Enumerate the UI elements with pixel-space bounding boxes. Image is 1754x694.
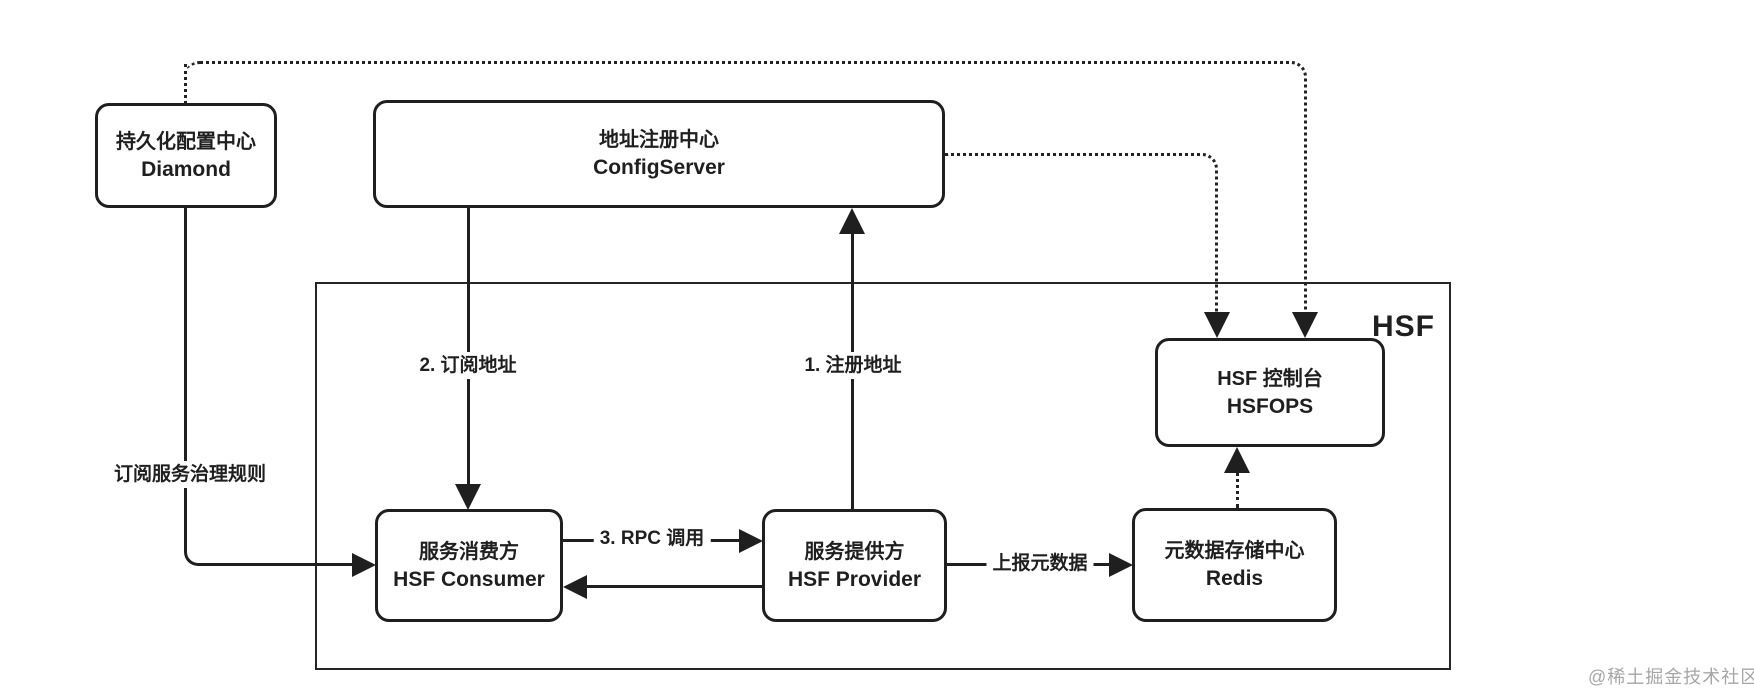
- edge-diamond-to-hsfops-left-leg: [184, 64, 187, 104]
- node-consumer-label-cn: 服务消费方: [419, 540, 519, 563]
- edge-label-governance-rules: 订阅服务治理规则: [107, 461, 273, 488]
- edge-redis-to-hsfops-dotted: [1236, 466, 1239, 508]
- edge-configserver-to-hsfops-dotted: [945, 153, 1218, 316]
- arrowhead-down-icon: [455, 484, 481, 510]
- edge-label-rpc-call: 3. RPC 调用: [593, 525, 711, 552]
- arrowhead-right-icon: [352, 553, 376, 577]
- node-diamond-label-en: Diamond: [141, 157, 231, 181]
- arrowhead-right-icon: [1109, 553, 1133, 577]
- node-provider-label-cn: 服务提供方: [804, 540, 905, 563]
- edge-label-register-address: 1. 注册地址: [798, 352, 908, 379]
- node-diamond-label-cn: 持久化配置中心: [116, 130, 256, 153]
- edge-label-report-metadata: 上报元数据: [986, 550, 1094, 577]
- node-redis-label-en: Redis: [1205, 567, 1264, 590]
- node-configserver: 地址注册中心 ConfigServer: [373, 100, 945, 208]
- arrowhead-down-icon: [1204, 312, 1230, 338]
- edge-subscribe-address-line: [467, 208, 470, 488]
- arrowhead-right-icon: [739, 529, 763, 553]
- edge-rpc-return-line: [586, 585, 763, 588]
- node-redis: 元数据存储中心 Redis: [1132, 508, 1337, 622]
- arrowhead-down-icon: [1292, 312, 1318, 338]
- watermark-text: @稀土掘金技术社区: [1588, 667, 1754, 687]
- node-diamond: 持久化配置中心 Diamond: [95, 103, 277, 208]
- node-hsfops-label-en: HSFOPS: [1226, 394, 1314, 418]
- node-configserver-label-en: ConfigServer: [593, 156, 725, 179]
- node-hsfops: HSF 控制台 HSFOPS: [1155, 338, 1385, 447]
- node-consumer: 服务消费方 HSF Consumer: [375, 509, 563, 622]
- node-redis-label-cn: 元数据存储中心: [1164, 540, 1305, 562]
- hsf-container-label: HSF: [1372, 310, 1435, 343]
- node-hsfops-label-cn: HSF 控制台: [1217, 367, 1323, 390]
- arrowhead-up-icon: [1224, 447, 1250, 473]
- node-configserver-label-cn: 地址注册中心: [599, 129, 719, 151]
- edge-label-subscribe-address: 2. 订阅地址: [413, 352, 523, 379]
- hsf-container-box: [315, 282, 1451, 670]
- node-consumer-label-en: HSF Consumer: [393, 567, 545, 591]
- node-provider: 服务提供方 HSF Provider: [762, 509, 947, 622]
- arrowhead-left-icon: [563, 575, 587, 599]
- node-provider-label-en: HSF Provider: [787, 567, 922, 591]
- arrowhead-up-icon: [839, 208, 865, 234]
- edge-diamond-to-hsfops-dotted: [184, 61, 1307, 316]
- edge-governance-rules-line: [184, 208, 354, 566]
